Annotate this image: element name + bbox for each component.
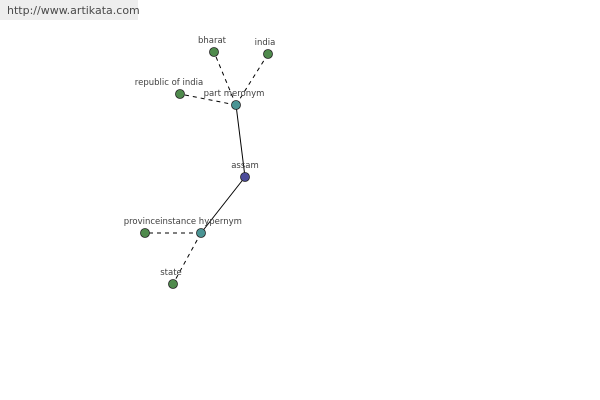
node-state[interactable]: state <box>160 268 182 289</box>
node-label-republic-of-india: republic of india <box>135 78 203 88</box>
node-part-meronym[interactable]: part meronym <box>204 89 265 110</box>
node-label-part-meronym: part meronym <box>204 89 265 99</box>
edge-assam-to-part-meronym <box>235 104 246 178</box>
node-dot-bharat[interactable] <box>209 47 219 57</box>
node-bharat[interactable]: bharat <box>198 36 227 57</box>
edge-part-meronym-to-india <box>235 53 269 106</box>
node-dot-part-meronym[interactable] <box>231 100 241 110</box>
source-banner: http://www.artikata.com <box>0 0 140 20</box>
source-url-link[interactable]: http://www.artikata.com <box>7 4 140 17</box>
edges-layer <box>145 51 269 285</box>
node-republic-of-india[interactable]: republic of india <box>135 78 203 99</box>
edge-part-meronym-to-republic-of-india <box>179 93 237 106</box>
node-india[interactable]: india <box>255 38 276 59</box>
edge-instance-hypernym-to-state <box>172 232 202 285</box>
node-dot-province[interactable] <box>140 228 150 238</box>
edge-assam-to-instance-hypernym <box>200 176 246 234</box>
node-dot-assam[interactable] <box>240 172 250 182</box>
edge-part-meronym-to-bharat <box>213 51 237 106</box>
node-label-province: province <box>124 217 161 227</box>
node-province[interactable]: province <box>124 217 161 238</box>
node-dot-instance-hypernym[interactable] <box>196 228 206 238</box>
node-label-assam: assam <box>231 161 259 171</box>
node-dot-state[interactable] <box>168 279 178 289</box>
node-instance-hypernym[interactable]: instance hypernym <box>160 217 242 238</box>
node-label-india: india <box>255 38 276 48</box>
node-dot-republic-of-india[interactable] <box>175 89 185 99</box>
node-label-state: state <box>160 268 182 278</box>
node-dot-india[interactable] <box>263 49 273 59</box>
nodes-layer: assam part meronym instance hypernym bharat… <box>124 36 276 289</box>
node-label-instance-hypernym: instance hypernym <box>160 217 242 227</box>
node-label-bharat: bharat <box>198 36 227 46</box>
node-assam[interactable]: assam <box>231 161 259 182</box>
